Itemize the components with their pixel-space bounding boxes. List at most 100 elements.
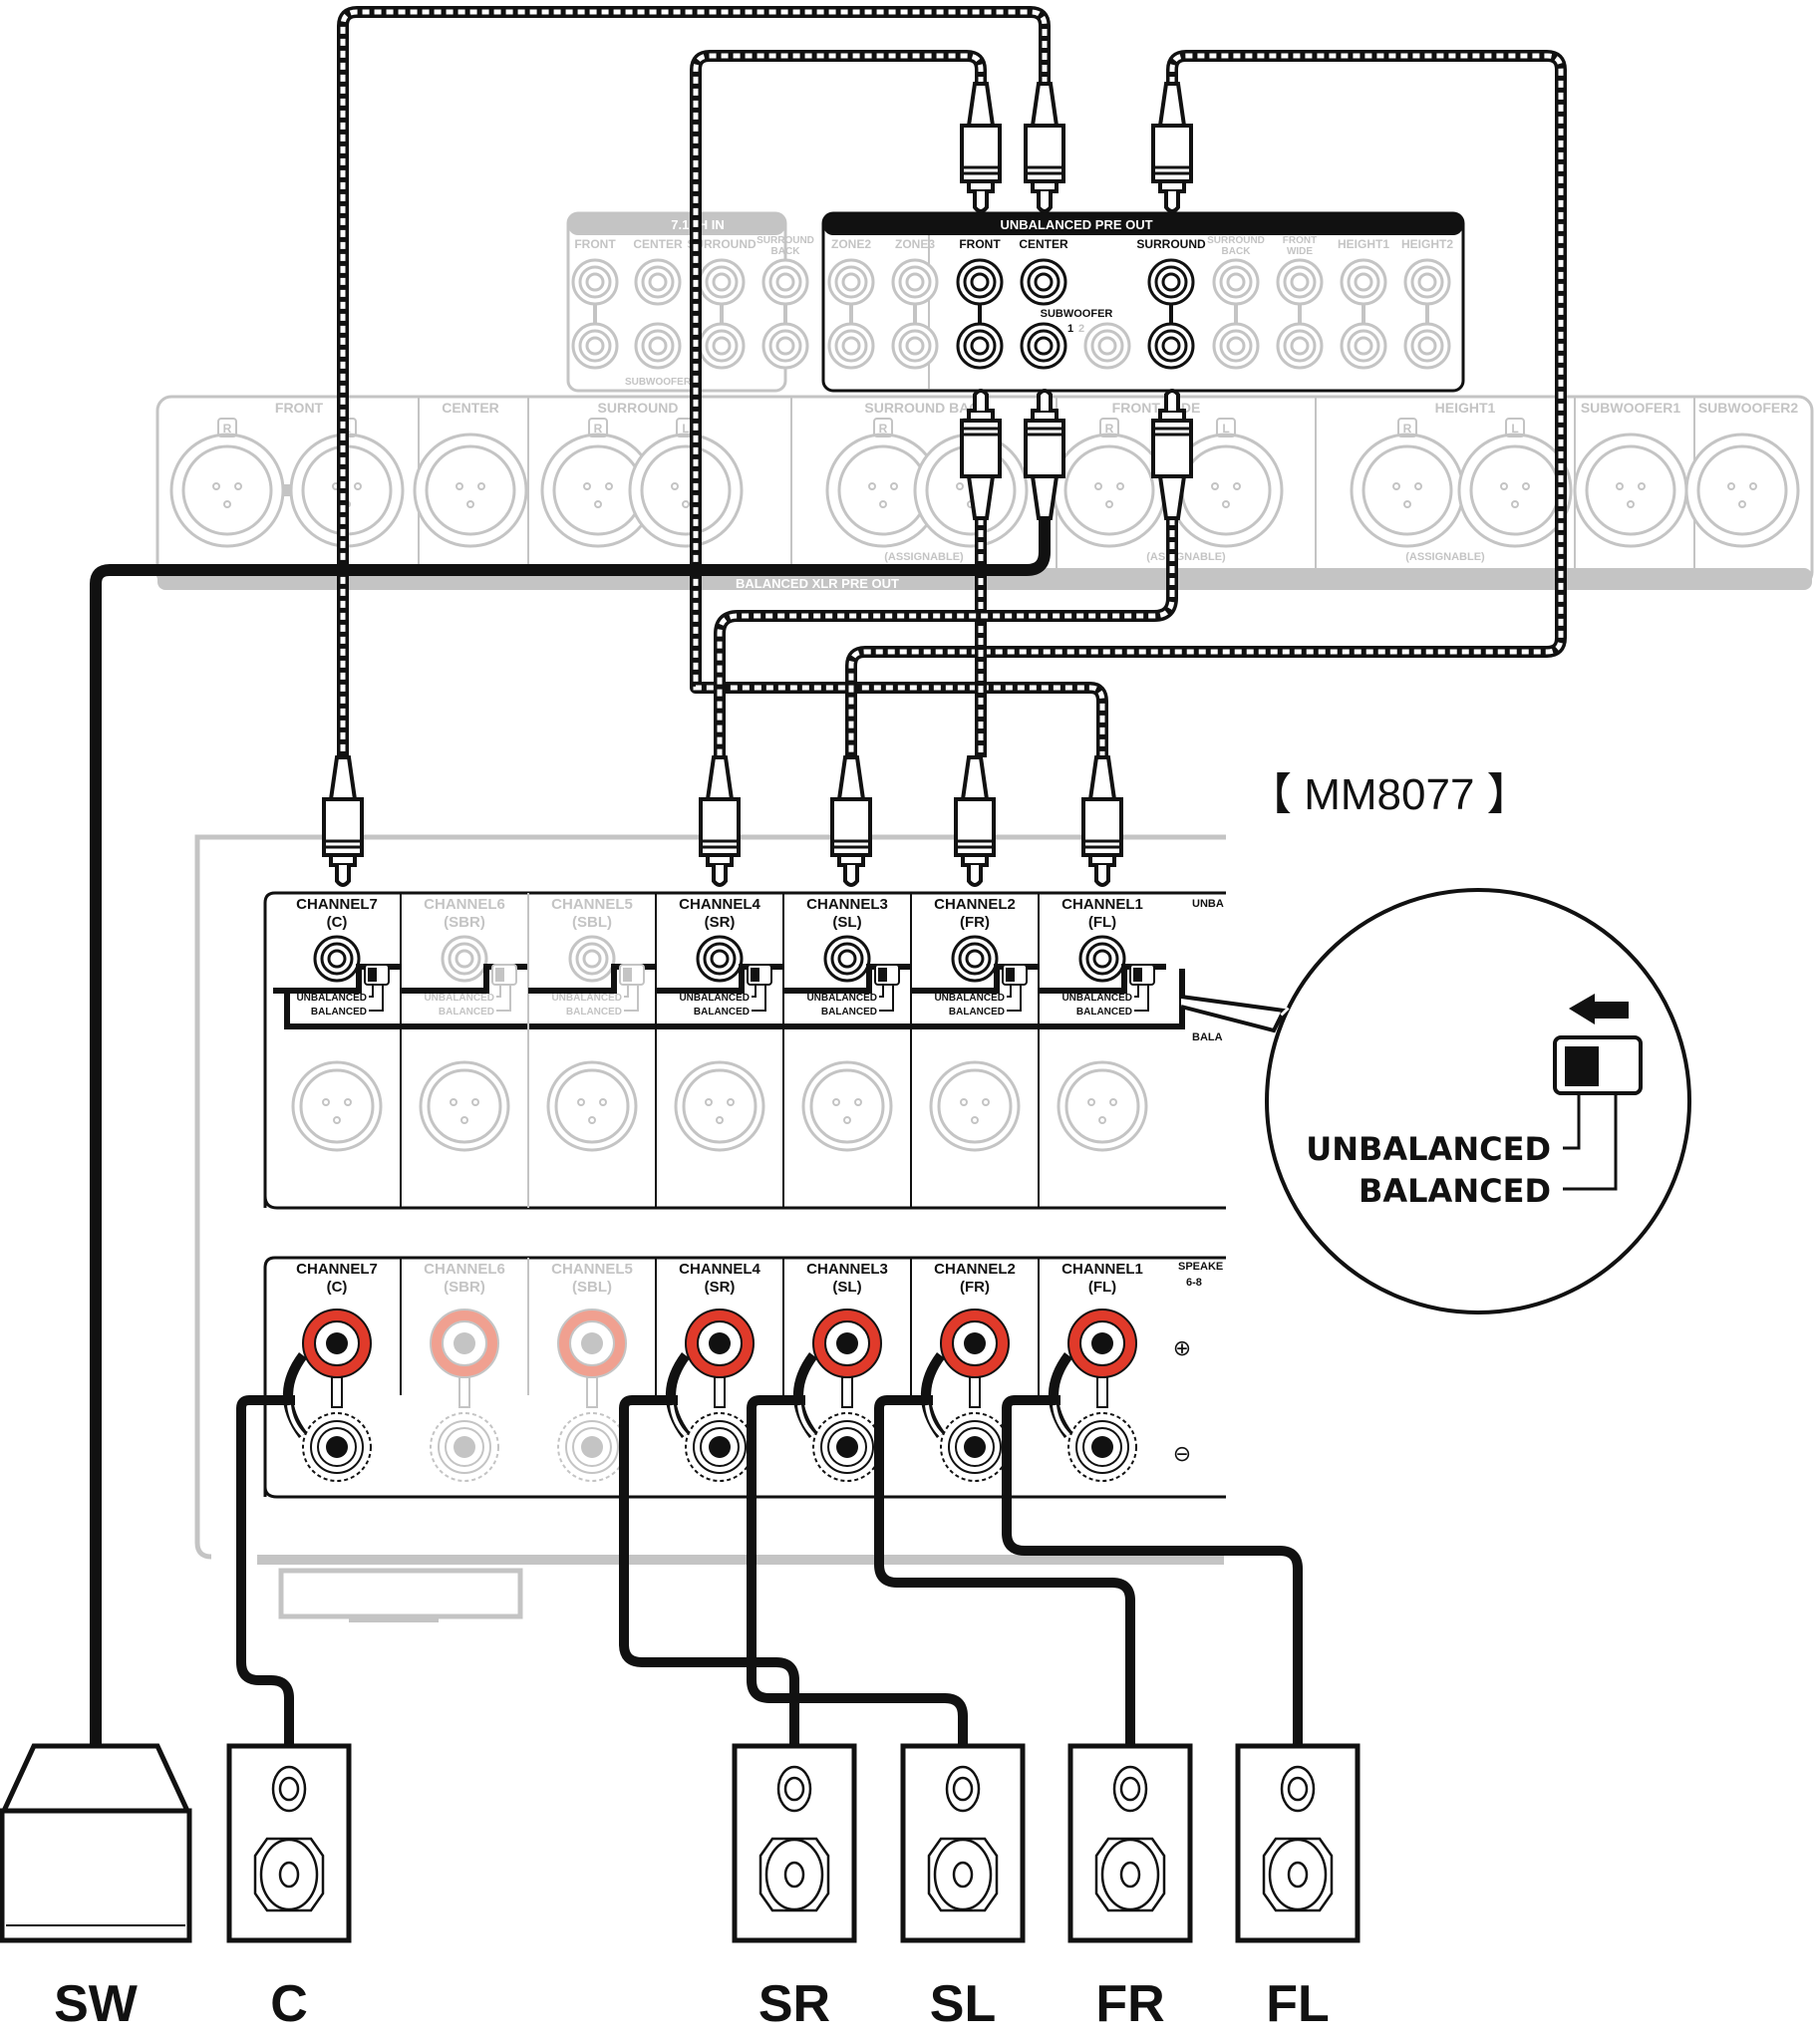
balance-switch[interactable] (364, 964, 390, 986)
in71-label: SURROUND (687, 237, 757, 251)
xlr-section-label: SUBWOOFER2 (1698, 400, 1799, 416)
rca-jack-gray (1340, 322, 1387, 370)
channel-sub: (SBL) (572, 1279, 612, 1296)
in71-label: FRONT (574, 237, 616, 251)
switch-balanced-label: BALANCED (1076, 1007, 1132, 1018)
xlr-rl-label: L (682, 422, 689, 436)
speaker-cable (747, 1395, 968, 1746)
channel-sub: (C) (327, 914, 348, 931)
subwoofer-num-2: 2 (1078, 323, 1084, 335)
xlr-section-label: SURROUND BACK (864, 400, 989, 416)
preout-label: FRONT (1283, 235, 1317, 246)
rca-input-jack (313, 935, 361, 983)
xlr-input-jack (801, 1060, 893, 1152)
switch-unbalanced-label: UNBALANCED (424, 993, 494, 1004)
rca-jack-active (956, 322, 1004, 370)
rca-jack-gray (1403, 258, 1451, 306)
rca-input-jack (823, 935, 871, 983)
speaker-label: FL (1266, 1975, 1330, 2033)
xlr-jack (1350, 433, 1465, 548)
switch-balanced-label: BALANCED (949, 1007, 1005, 1018)
preout-label: CENTER (1019, 237, 1068, 251)
xlr-jack (413, 433, 528, 548)
balance-switch[interactable] (747, 964, 772, 986)
rca-plug (1024, 82, 1065, 213)
unbalanced-preout-title: UNBALANCED PRE OUT (1000, 217, 1152, 232)
xlr-jack (1684, 433, 1800, 548)
rca-jack-gray (761, 258, 809, 306)
speaker-label: C (270, 1975, 308, 2033)
channel-name: CHANNEL1 (1061, 896, 1143, 913)
speaker-side-sub: 6-8 (1186, 1277, 1202, 1289)
rca-input-jack (951, 935, 999, 983)
channel-sub: (SR) (705, 914, 736, 931)
channel-sub: (SBR) (444, 1279, 485, 1296)
rca-plug (1151, 82, 1193, 213)
rca-jack-gray (891, 322, 939, 370)
speaker-terminal-positive (1067, 1309, 1137, 1378)
preout-label: SURROUND (1136, 237, 1206, 251)
switch-unbalanced-label: UNBALANCED (296, 993, 367, 1004)
channel-name: CHANNEL4 (679, 896, 760, 913)
rca-input-jack (696, 935, 744, 983)
speaker-terminal-negative (302, 1412, 372, 1482)
speaker-label: SL (930, 1975, 996, 2033)
rca-jack-subwoofer1 (1020, 322, 1067, 370)
speaker-cable (1002, 1395, 1303, 1746)
rca-jack-active (956, 258, 1004, 306)
balance-switch[interactable] (619, 964, 645, 986)
rca-jack-gray (634, 258, 682, 306)
preout-label: ZONE3 (895, 237, 935, 251)
channel-name: CHANNEL5 (551, 896, 633, 913)
amp-input-panel: UNBABALACHANNEL7(C)UNBALANCEDBALANCEDCHA… (263, 891, 1226, 1210)
speaker-terminal-negative (940, 1412, 1010, 1482)
speaker-terminal-positive (557, 1309, 627, 1378)
rca-jack-subwoofer2 (1083, 322, 1131, 370)
rca-jack-gray (827, 258, 875, 306)
rca-jack-gray (761, 322, 809, 370)
speaker-terminal-negative (430, 1412, 499, 1482)
balance-switch[interactable] (1002, 964, 1028, 986)
speaker-terminal-negative (1067, 1412, 1137, 1482)
speaker-side-label: SPEAKE (1178, 1261, 1223, 1273)
minus-symbol: ⊖ (1173, 1441, 1191, 1466)
subwoofer-icon (0, 1743, 192, 1943)
channel-name: CHANNEL5 (551, 1261, 633, 1278)
model-label: 【 MM8077 】 (1248, 770, 1531, 819)
amp-speaker-panel: CHANNEL7(C)CHANNEL6(SBR)CHANNEL5(SBL)CHA… (263, 1256, 1226, 1499)
in71-sub-label: SUBWOOFER (625, 377, 692, 388)
amplifier-chassis (194, 834, 1226, 1622)
speaker-terminal-negative (685, 1412, 755, 1482)
rca-jack-active (1147, 322, 1195, 370)
xlr-input-jack (546, 1060, 638, 1152)
speaker-terminal-negative (557, 1412, 627, 1482)
rca-plug (1151, 389, 1193, 520)
speaker-icon (732, 1743, 857, 1943)
switch-balanced-label: BALANCED (694, 1007, 750, 1018)
assignable-label: (ASSIGNABLE) (1405, 551, 1485, 563)
in71-label: CENTER (633, 237, 683, 251)
switch-balanced-label: BALANCED (439, 1007, 494, 1018)
balance-switch[interactable] (874, 964, 900, 986)
preout-label: FRONT (959, 237, 1001, 251)
rca-jack-active (1147, 258, 1195, 306)
cables (90, 6, 1567, 1746)
speaker-terminal-negative (812, 1412, 882, 1482)
switch-unbalanced-label: UNBALANCED (1061, 993, 1132, 1004)
rca-input-jack (441, 935, 488, 983)
switch-callout: UNBALANCED BALANCED (1180, 888, 1691, 1314)
xlr-rl-label: L (1222, 422, 1229, 436)
subwoofer-label: SUBWOOFER (1041, 308, 1113, 320)
rca-jack-gray (634, 322, 682, 370)
balance-switch[interactable] (1129, 964, 1155, 986)
xlr-section-label: CENTER (442, 400, 499, 416)
preout-label: BACK (1222, 246, 1252, 257)
xlr-jack (628, 433, 744, 548)
balance-switch[interactable] (491, 964, 517, 986)
switch-balanced-label: BALANCED (566, 1007, 622, 1018)
preout-label: SURROUND (1207, 235, 1265, 246)
rca-plug (960, 389, 1002, 520)
channel-name: CHANNEL1 (1061, 1261, 1143, 1278)
